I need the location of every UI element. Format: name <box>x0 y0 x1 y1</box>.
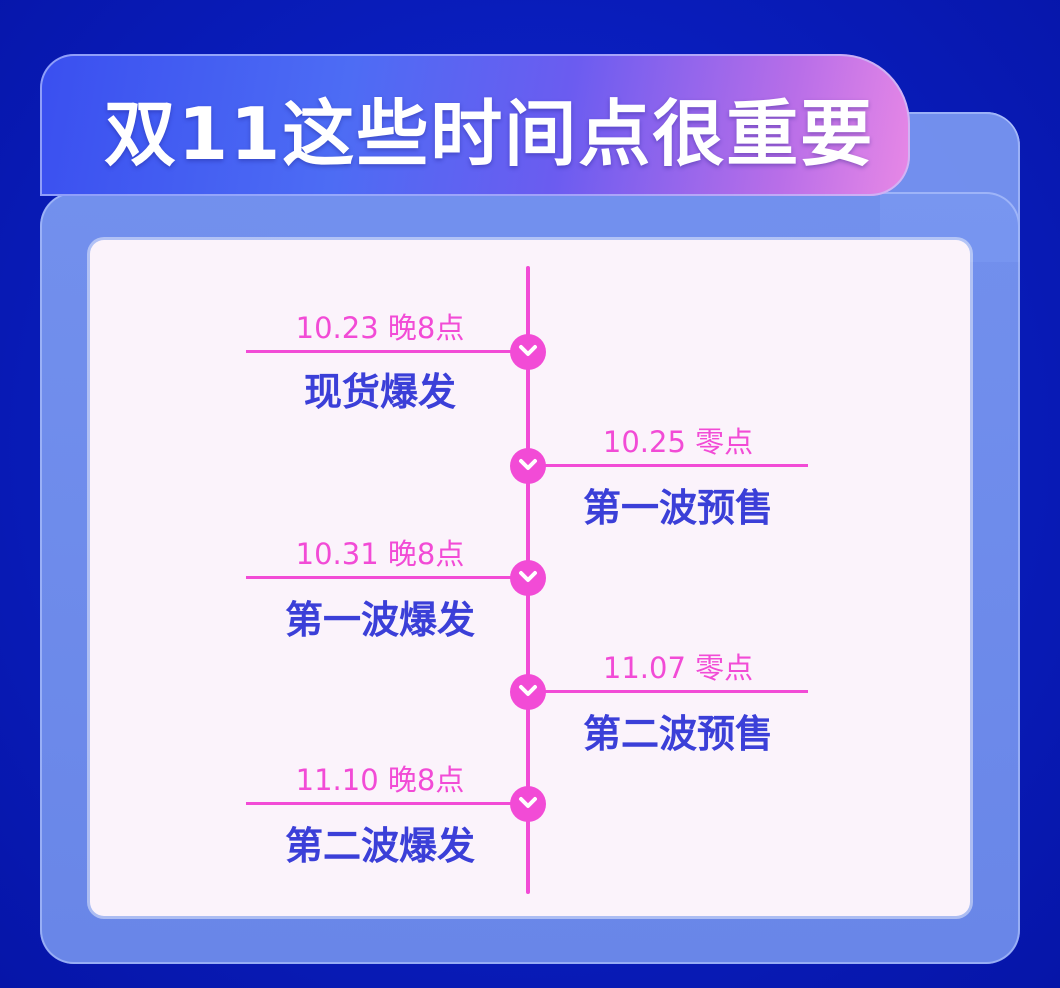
timeline-event-4: 第二波预售 <box>582 712 773 756</box>
timeline-date-3: 10.31 晚8点 <box>295 537 465 571</box>
timeline-date-2: 10.25 零点 <box>602 425 754 459</box>
title-tab <box>40 54 910 196</box>
timeline-node-5 <box>510 786 546 822</box>
timeline-event-2: 第一波预售 <box>582 486 773 530</box>
chevron-down-icon <box>519 345 537 356</box>
page-title: 双11这些时间点很重要 <box>104 92 875 176</box>
timeline-event-3: 第一波爆发 <box>284 598 475 642</box>
timeline-node-2 <box>510 448 546 484</box>
timeline-date-1: 10.23 晚8点 <box>295 311 465 345</box>
timeline-node-4 <box>510 674 546 710</box>
timeline-event-1: 现货爆发 <box>303 370 456 414</box>
timeline-branch-2 <box>528 464 808 467</box>
chevron-down-icon <box>519 797 537 808</box>
chevron-down-icon <box>519 571 537 582</box>
timeline-branch-1 <box>246 350 528 353</box>
timeline-date-4: 11.07 零点 <box>602 651 754 685</box>
timeline-branch-4 <box>528 690 808 693</box>
chevron-down-icon <box>519 685 537 696</box>
timeline-node-3 <box>510 560 546 596</box>
timeline-event-5: 第二波爆发 <box>284 824 475 868</box>
timeline-node-1 <box>510 334 546 370</box>
timeline-branch-3 <box>246 576 528 579</box>
timeline-branch-5 <box>246 802 528 805</box>
timeline-date-5: 11.10 晚8点 <box>295 763 465 797</box>
chevron-down-icon <box>519 459 537 470</box>
